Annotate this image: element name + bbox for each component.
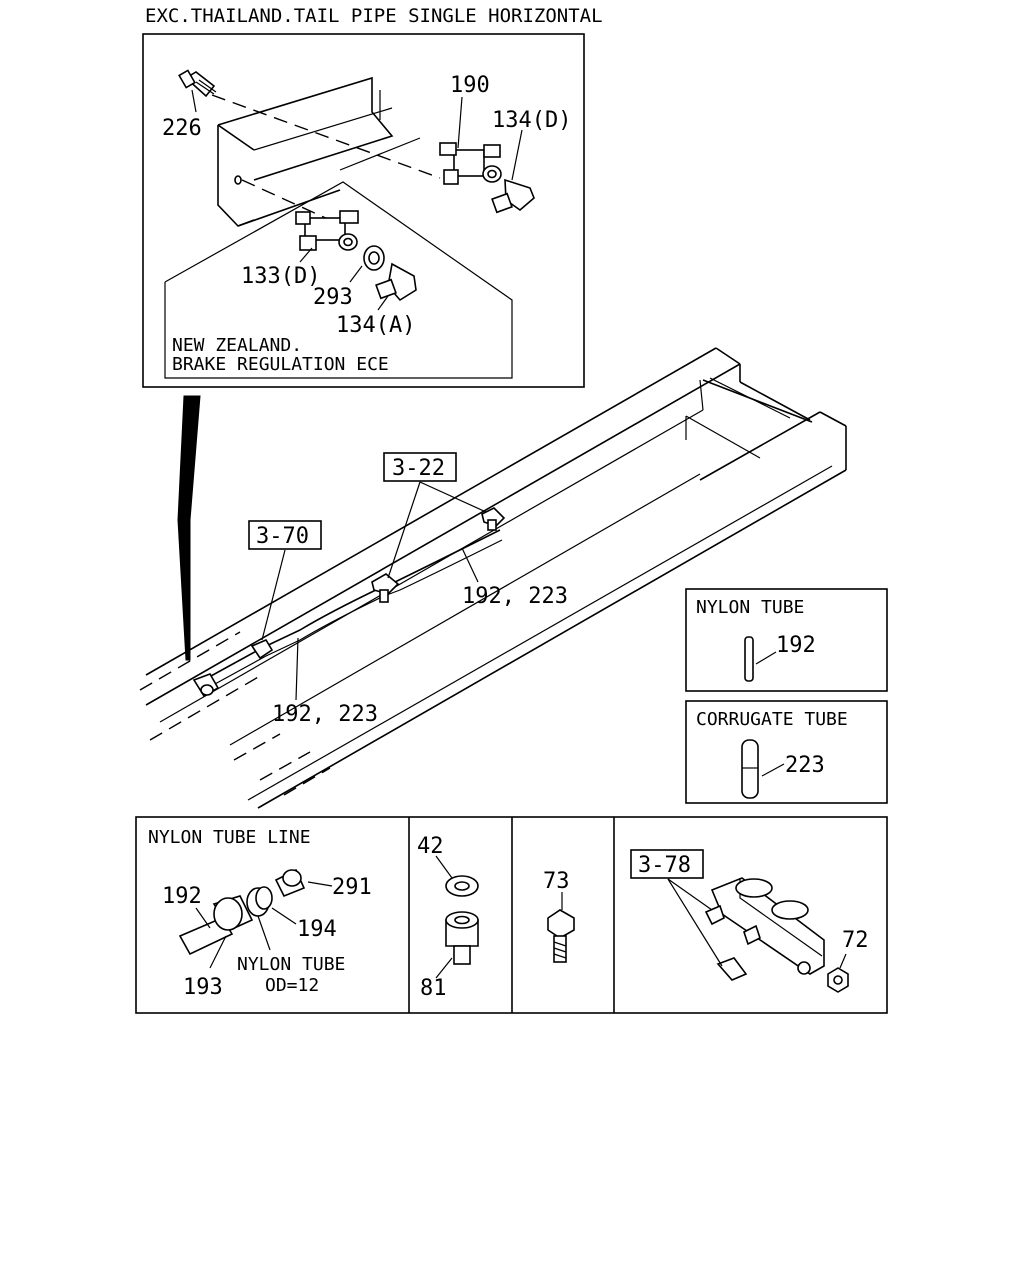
label-42: 42 xyxy=(417,834,444,859)
label-226: 226 xyxy=(162,116,202,141)
label-194: 194 xyxy=(297,917,337,942)
cross-fitting-190 xyxy=(439,142,502,185)
label-193: 193 xyxy=(183,975,223,1000)
front-fitting xyxy=(192,673,220,698)
frame-rail-section xyxy=(217,76,394,227)
nut-293 xyxy=(363,245,385,271)
legend-nylon-frame xyxy=(685,588,888,692)
bottom-parts-panel: NYLON TUBE LINE 192 291 194 193 NYLON TU… xyxy=(135,816,888,1014)
ref-3-70: 3-70 xyxy=(256,524,309,549)
legend-corrugate-title: CORRUGATE TUBE xyxy=(696,709,848,730)
ref-box-3-78 xyxy=(630,849,704,879)
nylon-line-title: NYLON TUBE LINE xyxy=(148,827,311,848)
fitting-center-line xyxy=(241,179,331,221)
nylon-line-note-2: OD=12 xyxy=(265,975,319,996)
ref-3-22: 3-22 xyxy=(392,456,445,481)
top-inset: 226 190 134(D) 133(D) 293 134(A) NEW ZEA… xyxy=(142,33,585,388)
legend-corrugate-frame xyxy=(685,700,888,804)
nylon-line-note-1: NYLON TUBE xyxy=(237,954,345,975)
legend-nylon-title: NYLON TUBE xyxy=(696,597,804,618)
label-73: 73 xyxy=(543,869,570,894)
bolt-center-line xyxy=(211,94,441,179)
corrugate-tube-sample xyxy=(741,739,759,799)
nylon-tube-sample xyxy=(744,636,754,682)
label-134a: 134(A) xyxy=(336,313,415,338)
tee-133d xyxy=(295,210,359,251)
clip-3-22-mid xyxy=(371,573,400,603)
label-190: 190 xyxy=(450,73,490,98)
label-192-223-upper: 192, 223 xyxy=(462,584,568,609)
clip-3-22-rear xyxy=(481,507,506,531)
bolt-73 xyxy=(547,909,575,939)
label-293: 293 xyxy=(313,285,353,310)
elbow-134d xyxy=(491,178,535,214)
ref-3-78: 3-78 xyxy=(638,853,691,878)
label-133d: 133(D) xyxy=(241,264,320,289)
cell-nylon-tube-line: NYLON TUBE LINE 192 291 194 193 NYLON TU… xyxy=(148,827,372,1000)
label-192-223-lower: 192, 223 xyxy=(272,702,378,727)
nz-note-line2: BRAKE REGULATION ECE xyxy=(172,354,389,375)
label-81: 81 xyxy=(420,976,447,1001)
cell-bracket: 3-78 72 xyxy=(630,849,869,993)
reference-pointer xyxy=(177,395,201,661)
top-inset-frame xyxy=(142,33,585,388)
ref-box-3-22 xyxy=(383,452,457,482)
clip-3-70 xyxy=(250,638,274,660)
elbow-134a xyxy=(375,262,417,302)
ref-box-3-70 xyxy=(248,520,322,550)
label-134d: 134(D) xyxy=(492,108,571,133)
diagram-title: EXC.THAILAND.TAIL PIPE SINGLE HORIZONTAL xyxy=(145,5,603,27)
label-291: 291 xyxy=(332,875,372,900)
legend-corrugate-part: 223 xyxy=(785,753,825,778)
cell-washer-union: 42 81 xyxy=(417,834,479,1001)
nz-note-line1: NEW ZEALAND. xyxy=(172,335,302,356)
legend-nylon-part: 192 xyxy=(776,633,816,658)
legend-nylon-tube: NYLON TUBE 192 xyxy=(685,588,888,692)
bolt-226 xyxy=(178,69,217,98)
label-192-bottom: 192 xyxy=(162,884,202,909)
legend-corrugate-tube: CORRUGATE TUBE 223 xyxy=(685,700,888,804)
cell-bolt: 73 xyxy=(543,869,575,963)
chassis-view: 3-22 3-70 192, 223 192, 223 xyxy=(139,347,847,809)
label-72: 72 xyxy=(842,928,869,953)
